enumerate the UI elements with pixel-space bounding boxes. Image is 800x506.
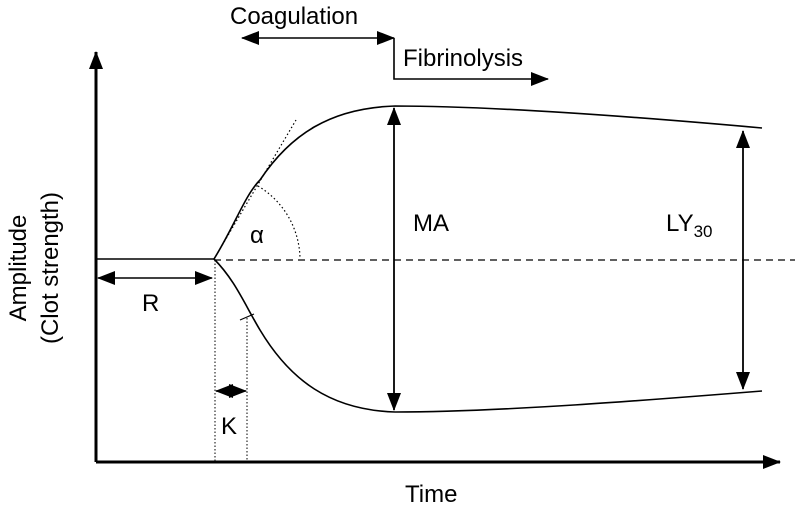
coagulation-label: Coagulation [230,3,358,30]
ma-label: MA [413,210,449,237]
k-label: K [221,413,237,440]
k-tick [239,313,255,321]
x-axis-label: Time [405,481,457,506]
y-axis-label: Amplitude (Clot strength) [5,192,64,344]
upper-trace [213,105,763,260]
y-axis-label-line2: (Clot strength) [37,192,64,344]
ly30-subscript: 30 [694,222,713,241]
lower-trace [213,258,763,413]
r-label: R [142,290,159,317]
alpha-label: α [250,222,264,249]
y-axis-label-line1: Amplitude [5,215,32,322]
fibrinolysis-label: Fibrinolysis [403,45,523,72]
ly30-main: LY [666,210,694,237]
fibrinolysis-bracket [393,38,549,86]
alpha-tangent [213,119,297,260]
alpha-arc [257,185,301,260]
ly30-label: LY30 [666,210,713,241]
